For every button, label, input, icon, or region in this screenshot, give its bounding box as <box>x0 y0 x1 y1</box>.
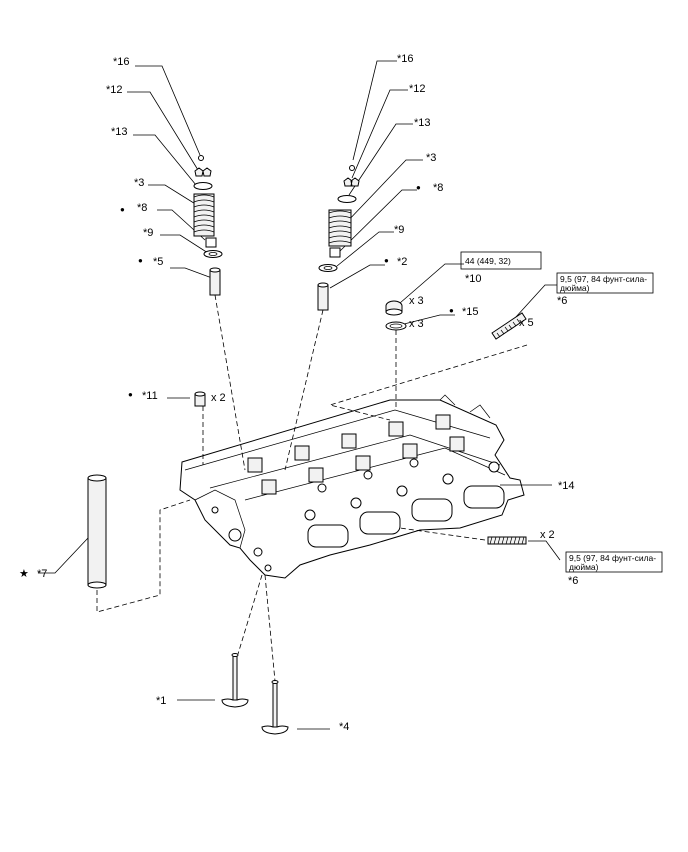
callout-left-13: *13 <box>111 126 128 138</box>
torque-value-10: 44 (449, 32) <box>465 256 511 266</box>
valve-guide-bush-left <box>209 269 221 296</box>
valve-stem-seal-right <box>329 247 341 258</box>
valve-guide-bush-right <box>317 284 329 311</box>
qty-15: x 3 <box>409 318 424 330</box>
leader-left-9 <box>160 234 209 254</box>
callout-left-12: *12 <box>106 84 123 96</box>
bullet-15: ● <box>449 306 454 315</box>
valve-stem-seal-left <box>205 237 217 248</box>
leader-10 <box>399 263 464 304</box>
valve-keepers-left <box>194 167 212 177</box>
spring-retainer-left <box>193 182 213 190</box>
valve-stem-cap-left <box>198 155 204 161</box>
spring-retainer-right <box>337 195 357 203</box>
leader-right-12 <box>351 89 408 179</box>
qty-6-upper: x 5 <box>519 317 534 329</box>
callout-10: *10 <box>465 273 482 285</box>
leader-15 <box>403 314 455 325</box>
assembly-guide-lines <box>96 294 528 682</box>
leader-6-upper <box>514 284 557 319</box>
valve-spring-left <box>193 193 215 237</box>
spark-plug-tube-group <box>385 263 464 331</box>
valve-stem-cap-right <box>349 165 355 171</box>
cylinder-head <box>179 394 525 579</box>
valve-spring-right <box>328 209 352 247</box>
callout-7: *7 <box>37 568 47 580</box>
callout-6-upper: *6 <box>557 295 567 307</box>
leader-right-13 <box>348 123 413 196</box>
intake-ports <box>307 485 505 548</box>
qty-10: x 3 <box>409 295 424 307</box>
torque-value-6-upper-l2: дюйма) <box>560 283 590 293</box>
callout-right-9: *9 <box>394 224 404 236</box>
callout-right-8: *8 <box>433 182 443 194</box>
callout-1: *1 <box>156 695 166 707</box>
bullet-left-5: ● <box>138 256 143 265</box>
valve-keepers-right <box>343 177 360 187</box>
callout-left-3: *3 <box>134 177 144 189</box>
callout-right-16: *16 <box>397 53 414 65</box>
cam-journals <box>247 414 465 495</box>
torque-value-6-upper-l1: 9,5 (97, 84 фунт-сила- <box>560 274 647 284</box>
callout-left-5: *5 <box>153 256 163 268</box>
callout-left-16: *16 <box>113 56 130 68</box>
spring-seat-left <box>203 250 223 258</box>
callout-left-8: *8 <box>137 202 147 214</box>
leader-left-13 <box>133 134 197 186</box>
leader-left-12 <box>127 91 199 171</box>
bullet-left-8: ● <box>120 205 125 214</box>
leader-right-9 <box>336 231 394 267</box>
torque-value-6-lower-l1: 9,5 (97, 84 фунт-сила- <box>569 553 656 563</box>
leader-right-3 <box>343 159 423 226</box>
stud-bolt-upper <box>491 284 557 340</box>
stud-bolt-lower <box>487 536 561 561</box>
callout-15: *15 <box>462 306 479 318</box>
spring-seat-right <box>318 264 338 272</box>
callout-11: *11 <box>142 390 158 402</box>
torque-box-6-upper <box>556 272 654 294</box>
leader-left-3 <box>148 184 198 206</box>
leader-right-16 <box>352 60 397 161</box>
leader-right-8 <box>338 189 417 253</box>
bullet-right-8: ● <box>416 183 421 192</box>
torque-box-6-lower <box>565 551 663 573</box>
callout-4: *4 <box>339 721 349 733</box>
torque-box-10 <box>460 251 542 270</box>
leader-left-5 <box>170 267 213 279</box>
intake-valve <box>177 653 249 708</box>
callout-right-3: *3 <box>426 152 436 164</box>
bullet-11: ● <box>128 390 133 399</box>
qty-11: x 2 <box>211 392 226 404</box>
plug-tube-gasket <box>385 321 407 331</box>
callout-left-9: *9 <box>143 227 153 239</box>
right-valve-stack <box>317 60 423 311</box>
callout-6-lower: *6 <box>568 575 578 587</box>
dowel-pin <box>167 391 206 407</box>
left-valve-stack <box>127 65 223 296</box>
leader-right-2 <box>329 264 385 289</box>
exhaust-valve <box>261 680 330 735</box>
qty-6-lower: x 2 <box>540 529 555 541</box>
callout-2: *2 <box>397 256 407 268</box>
callout-14: *14 <box>558 480 575 492</box>
star-7: ★ <box>19 568 29 580</box>
leader-left-16 <box>135 65 201 156</box>
leader-7 <box>38 537 89 574</box>
bullet-2: ● <box>384 256 389 265</box>
leader-6-lower <box>528 540 561 561</box>
callout-right-12: *12 <box>409 83 426 95</box>
valve-guide-tool <box>38 474 107 589</box>
torque-value-6-lower-l2: дюйма) <box>569 562 599 572</box>
head-bolt-bosses <box>304 458 500 521</box>
callout-right-13: *13 <box>414 117 431 129</box>
